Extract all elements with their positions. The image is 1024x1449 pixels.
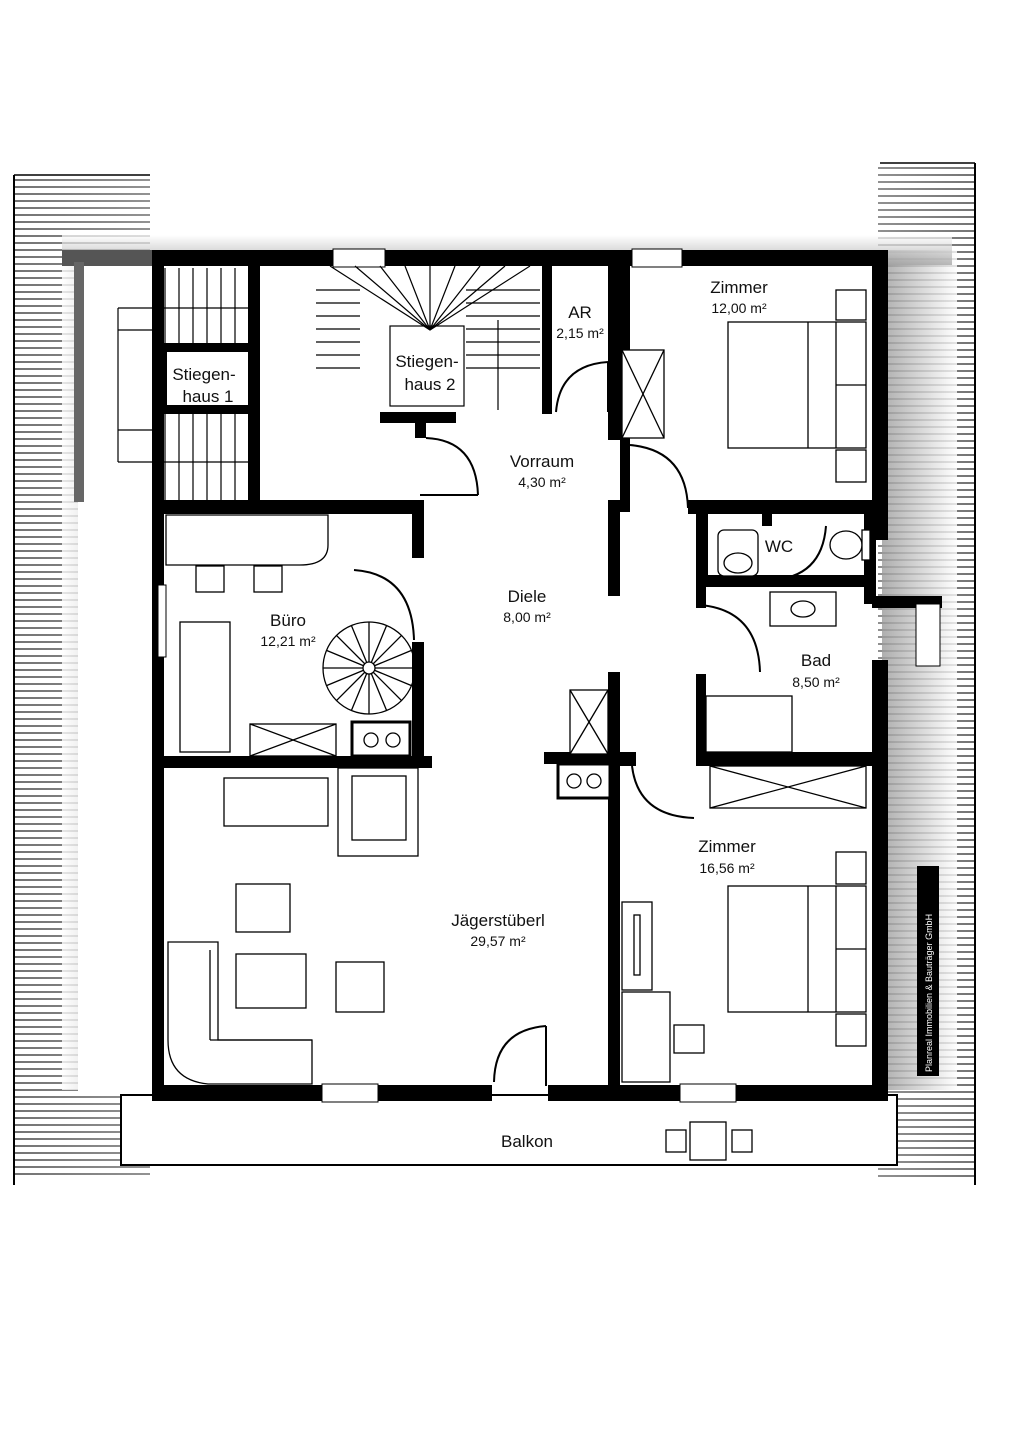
zimmer-bottom-area: 16,56 m² [699, 860, 755, 876]
buero-name: Büro [270, 611, 306, 630]
zimmer-bottom-name: Zimmer [698, 837, 756, 856]
credit-bar [917, 866, 939, 1076]
zimmer-top-area: 12,00 m² [711, 300, 767, 316]
ar-area: 2,15 m² [556, 325, 604, 341]
vorraum-area: 4,30 m² [518, 474, 566, 490]
room-labels: Stiegen- haus 1 Stiegen- haus 2 AR 2,15 … [172, 278, 840, 1151]
balkon-name: Balkon [501, 1132, 553, 1151]
zimmer-top-name: Zimmer [710, 278, 768, 297]
jaegerstueberl-name: Jägerstüberl [451, 911, 545, 930]
ar-name: AR [568, 303, 592, 322]
staircase-1 [117, 268, 250, 500]
wc-name: WC [765, 537, 793, 556]
balkon-outline [120, 1094, 898, 1166]
stiegenhaus1-label-1: Stiegen- [172, 365, 235, 384]
diele-area: 8,00 m² [503, 609, 551, 625]
staircase-2 [316, 265, 540, 410]
jaegerstueberl-area: 29,57 m² [470, 933, 526, 949]
stiegenhaus2-label-2: haus 2 [404, 375, 455, 394]
windows [157, 248, 941, 1103]
stiegenhaus2-label-1: Stiegen- [395, 352, 458, 371]
bad-name: Bad [801, 651, 831, 670]
credit-text: Planreal Immobilien & Bauträger GmbH [924, 914, 934, 1072]
door-swings [353, 361, 827, 1086]
vorraum-name: Vorraum [510, 452, 574, 471]
diele-name: Diele [508, 587, 547, 606]
buero-area: 12,21 m² [260, 633, 316, 649]
spiral-staircase [322, 621, 416, 715]
bad-area: 8,50 m² [792, 674, 840, 690]
furniture [165, 289, 871, 1161]
stiegenhaus1-label-2: haus 1 [182, 387, 233, 406]
